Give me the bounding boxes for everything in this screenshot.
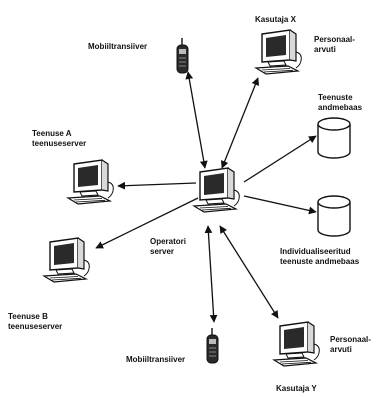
link-server-kasutaja-y bbox=[219, 225, 279, 319]
server-b-line-2: teenuseserver bbox=[8, 322, 63, 331]
operator-line-1: Operatori bbox=[150, 237, 187, 246]
kasutaja-y-label: Kasutaja Y bbox=[276, 384, 317, 393]
personal-bottom-label: Personaal- arvuti bbox=[330, 335, 371, 355]
service-db-label: Teenuste andmebaas bbox=[318, 93, 362, 113]
server-a-label: Teenuse A teenuseserver bbox=[32, 129, 86, 149]
link-server-a bbox=[117, 181, 197, 190]
link-server-b bbox=[95, 197, 199, 249]
kasutaja-x-computer-icon bbox=[255, 29, 302, 75]
individual-db-line-1: Individualiseeritud bbox=[280, 247, 351, 256]
server-a-computer-icon bbox=[67, 159, 114, 205]
link-server-kasutaja-x bbox=[220, 77, 260, 169]
service-db-line-2: andmebaas bbox=[318, 103, 363, 112]
individual-db-label: Individualiseeritud teenuste andmebaas bbox=[280, 247, 359, 267]
link-server-service-db bbox=[243, 135, 317, 183]
connections bbox=[95, 71, 317, 323]
link-server-mobile-bottom bbox=[204, 225, 218, 323]
server-a-line-2: teenuseserver bbox=[32, 139, 87, 148]
individual-db-cylinder-icon bbox=[317, 195, 351, 237]
personal-top-line-1: Personaal- bbox=[314, 35, 355, 44]
personal-top-label: Personaal- arvuti bbox=[314, 35, 355, 55]
service-db-cylinder-icon bbox=[317, 117, 351, 159]
link-server-individual-db bbox=[243, 195, 317, 215]
operator-label: Operatori server bbox=[150, 237, 186, 257]
personal-bottom-line-1: Personaal- bbox=[330, 335, 371, 344]
server-b-computer-icon bbox=[43, 237, 90, 283]
mobile-top-label: Mobiiltransiiver bbox=[88, 42, 148, 51]
kasutaja-y-computer-icon bbox=[273, 321, 320, 367]
service-db-line-1: Teenuste bbox=[318, 93, 353, 102]
mobile-bottom-phone-icon bbox=[206, 327, 219, 364]
server-b-label: Teenuse B teenuseserver bbox=[8, 312, 62, 332]
operator-server-icon bbox=[193, 167, 240, 213]
link-server-mobile-top bbox=[185, 71, 208, 169]
kasutaja-x-label: Kasutaja X bbox=[255, 15, 296, 24]
mobile-top-phone-icon bbox=[176, 37, 189, 74]
server-b-line-1: Teenuse B bbox=[8, 312, 48, 321]
mobile-bottom-label: Mobiiltransiiver bbox=[126, 355, 186, 364]
personal-bottom-line-2: arvuti bbox=[330, 345, 352, 354]
personal-top-line-2: arvuti bbox=[314, 45, 336, 54]
operator-line-2: server bbox=[150, 247, 175, 256]
server-a-line-1: Teenuse A bbox=[32, 129, 72, 138]
individual-db-line-2: teenuste andmebaas bbox=[280, 257, 360, 266]
